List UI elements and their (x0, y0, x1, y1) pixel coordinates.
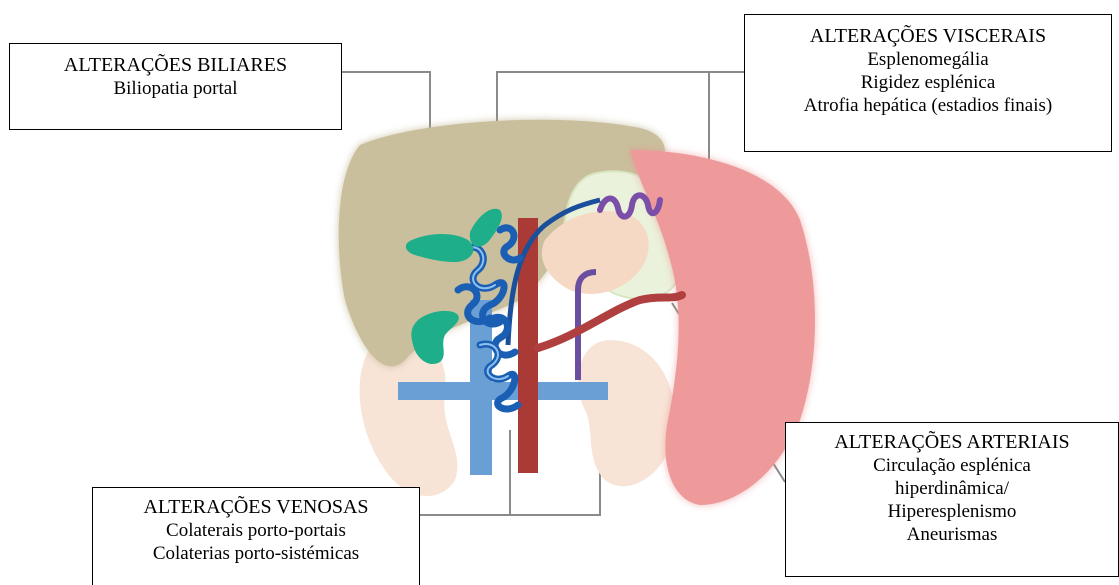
callout-title: ALTERAÇÕES VISCERAIS (745, 25, 1111, 48)
callout-title: ALTERAÇÕES VENOSAS (93, 496, 419, 519)
callout-line: Hiperesplenismo (786, 500, 1118, 523)
right-kidney (578, 340, 675, 486)
callout-line: Aneurismas (786, 523, 1118, 546)
callout-line: Esplenomegália (745, 48, 1111, 71)
callout-title: ALTERAÇÕES BILIARES (10, 54, 341, 77)
callout-line: Biliopatia portal (10, 77, 341, 100)
callout-line: Colaterais porto-portais (93, 519, 419, 542)
callout-line: Colaterias porto-sistémicas (93, 542, 419, 565)
callout-alteracoes-biliares: ALTERAÇÕES BILIARES Biliopatia portal (9, 43, 342, 130)
callout-alteracoes-venosas: ALTERAÇÕES VENOSAS Colaterais porto-port… (92, 487, 420, 585)
callout-alteracoes-arteriais: ALTERAÇÕES ARTERIAIS Circulação esplénic… (785, 422, 1119, 577)
callout-line: Circulação esplénica (786, 454, 1118, 477)
callout-line: hiperdinâmica/ (786, 477, 1118, 500)
callout-line: Rigidez esplénica (745, 71, 1111, 94)
callout-title: ALTERAÇÕES ARTERIAIS (786, 431, 1118, 454)
callout-alteracoes-viscerais: ALTERAÇÕES VISCERAIS Esplenomegália Rigi… (744, 14, 1112, 152)
callout-line: Atrofia hepática (estadios finais) (745, 94, 1111, 117)
